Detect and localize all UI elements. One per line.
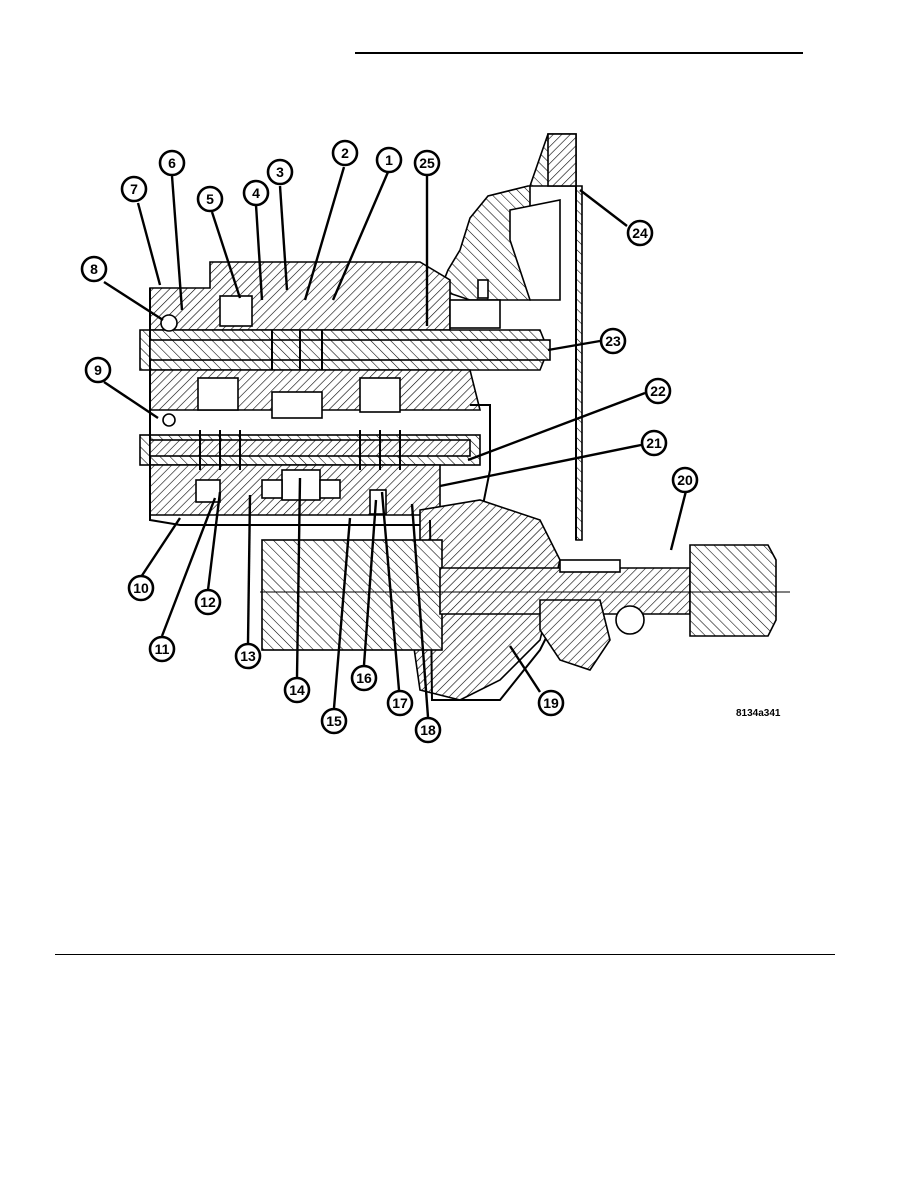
callout-18: 18: [414, 716, 442, 744]
callout-23: 23: [599, 327, 627, 355]
leader-lines: [103, 166, 688, 718]
callout-1: 1: [375, 146, 403, 174]
callout-24: 24: [626, 219, 654, 247]
figure-code: 8134a341: [736, 708, 781, 719]
svg-text:18: 18: [420, 722, 436, 738]
callout-21: 21: [640, 429, 668, 457]
callout-13: 13: [234, 642, 262, 670]
callout-5: 5: [196, 185, 224, 213]
svg-text:15: 15: [326, 713, 342, 729]
svg-text:10: 10: [133, 580, 149, 596]
svg-text:22: 22: [650, 383, 666, 399]
svg-text:13: 13: [240, 648, 256, 664]
svg-text:16: 16: [356, 670, 372, 686]
callout-3: 3: [266, 158, 294, 186]
svg-text:24: 24: [632, 225, 648, 241]
svg-text:2: 2: [341, 145, 349, 161]
svg-text:12: 12: [200, 594, 216, 610]
callout-14: 14: [283, 676, 311, 704]
footer-rule: [55, 954, 835, 955]
callout-17: 17: [386, 689, 414, 717]
callout-6: 6: [158, 149, 186, 177]
svg-text:17: 17: [392, 695, 408, 711]
callout-11: 11: [148, 635, 176, 663]
differential: [260, 499, 790, 701]
callout-16: 16: [350, 664, 378, 692]
svg-text:21: 21: [646, 435, 662, 451]
gear-cutouts: [160, 279, 501, 515]
callout-2: 2: [331, 139, 359, 167]
callout-19: 19: [537, 689, 565, 717]
svg-text:3: 3: [276, 164, 284, 180]
svg-text:8: 8: [90, 261, 98, 277]
callout-10: 10: [127, 574, 155, 602]
svg-text:6: 6: [168, 155, 176, 171]
svg-text:14: 14: [289, 682, 305, 698]
svg-text:5: 5: [206, 191, 214, 207]
callouts: 1 2 3 4 5 6 7 8 9 10 11 12 13 14 15 16 1…: [80, 139, 699, 744]
callout-4: 4: [242, 179, 270, 207]
callout-9: 9: [84, 356, 112, 384]
bell-housing: [438, 133, 583, 541]
svg-text:25: 25: [419, 155, 435, 171]
callout-15: 15: [320, 707, 348, 735]
svg-text:7: 7: [130, 181, 138, 197]
svg-text:1: 1: [385, 152, 393, 168]
callout-22: 22: [644, 377, 672, 405]
svg-text:11: 11: [155, 641, 170, 657]
svg-text:23: 23: [605, 333, 621, 349]
header-rule: [355, 52, 803, 54]
callout-25: 25: [413, 149, 441, 177]
svg-text:9: 9: [94, 362, 102, 378]
callout-7: 7: [120, 175, 148, 203]
svg-text:4: 4: [252, 185, 260, 201]
svg-text:19: 19: [543, 695, 559, 711]
callout-20: 20: [671, 466, 699, 494]
callout-12: 12: [194, 588, 222, 616]
svg-text:20: 20: [677, 472, 693, 488]
callout-8: 8: [80, 255, 108, 283]
